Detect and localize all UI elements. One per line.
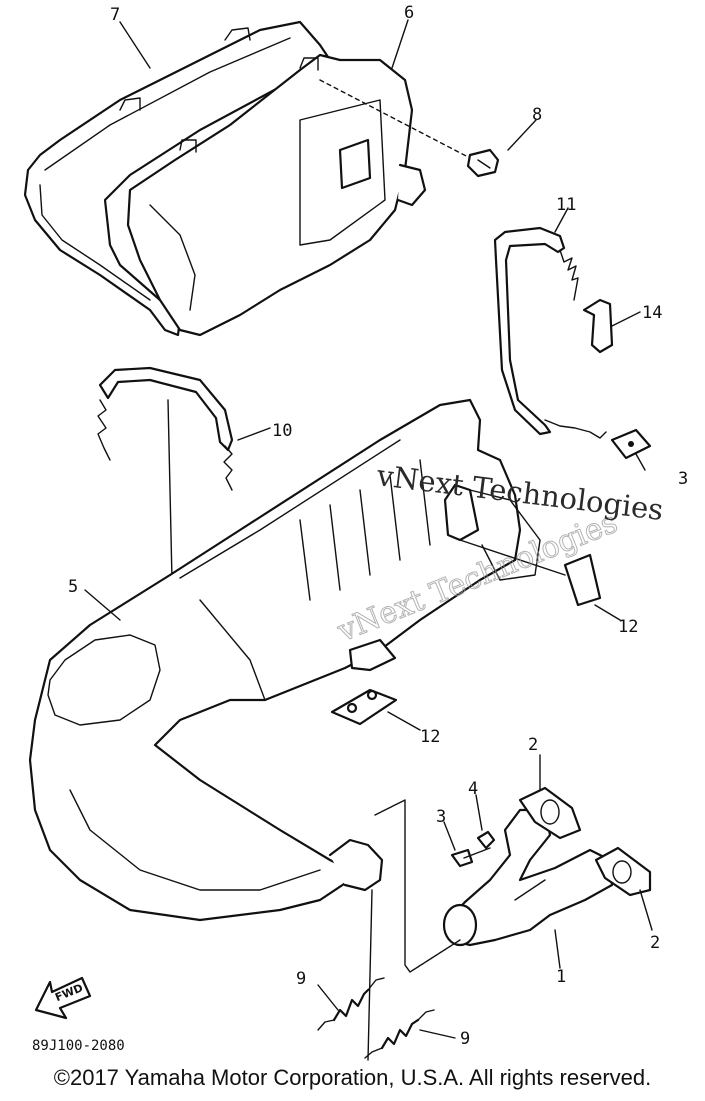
fwd-arrow-icon: FWD (34, 976, 92, 1020)
part-7-outer-heat-shield (23, 20, 332, 337)
callout-14: 14 (642, 303, 662, 323)
part-8-bolt (319, 79, 500, 178)
callout-5: 5 (68, 577, 78, 597)
callout-3-lower: 3 (436, 807, 446, 827)
callout-1: 1 (556, 967, 566, 987)
part-1-y-pipe (442, 808, 614, 969)
part-9-spring-lower (364, 1009, 456, 1059)
part-13-plate (610, 428, 652, 460)
part-14-bracket (582, 298, 641, 354)
callout-numbers: 7 6 8 11 14 10 3 5 12 12 2 4 3 2 1 9 9 (68, 3, 688, 1049)
part-5-muffler (28, 398, 541, 922)
part-12-gasket-upper (459, 539, 621, 621)
callout-6: 6 (404, 3, 414, 23)
part-2-flange-upper (518, 754, 582, 840)
drawing-code: 89J100-2080 (32, 1038, 125, 1054)
callout-13: 3 (678, 469, 688, 489)
part-3-bolt-lower (443, 821, 491, 868)
callout-4: 4 (468, 779, 478, 799)
part-12-gasket-lower (330, 688, 421, 731)
callout-2-upper: 2 (528, 735, 538, 755)
callout-12-upper: 12 (618, 617, 638, 637)
leader-lines (84, 19, 646, 1011)
callout-2-lower: 2 (650, 933, 660, 953)
part-4-nut (475, 794, 496, 850)
copyright-notice: ©2017 Yamaha Motor Corporation, U.S.A. A… (53, 1065, 652, 1090)
part-9-spring-upper (317, 977, 385, 1031)
part-11-pipe (493, 226, 607, 439)
part-10-spring-hose (97, 366, 234, 491)
callout-10: 10 (272, 421, 292, 441)
callout-12-lower: 12 (420, 727, 440, 747)
part-2-flange-lower (594, 846, 653, 931)
callout-11: 11 (556, 195, 576, 215)
callout-8: 8 (532, 105, 542, 125)
part-6-inner-heat-shield (126, 53, 427, 337)
callout-9-lower: 9 (460, 1029, 470, 1049)
callout-7: 7 (110, 5, 120, 25)
callout-9-upper: 9 (296, 969, 306, 989)
